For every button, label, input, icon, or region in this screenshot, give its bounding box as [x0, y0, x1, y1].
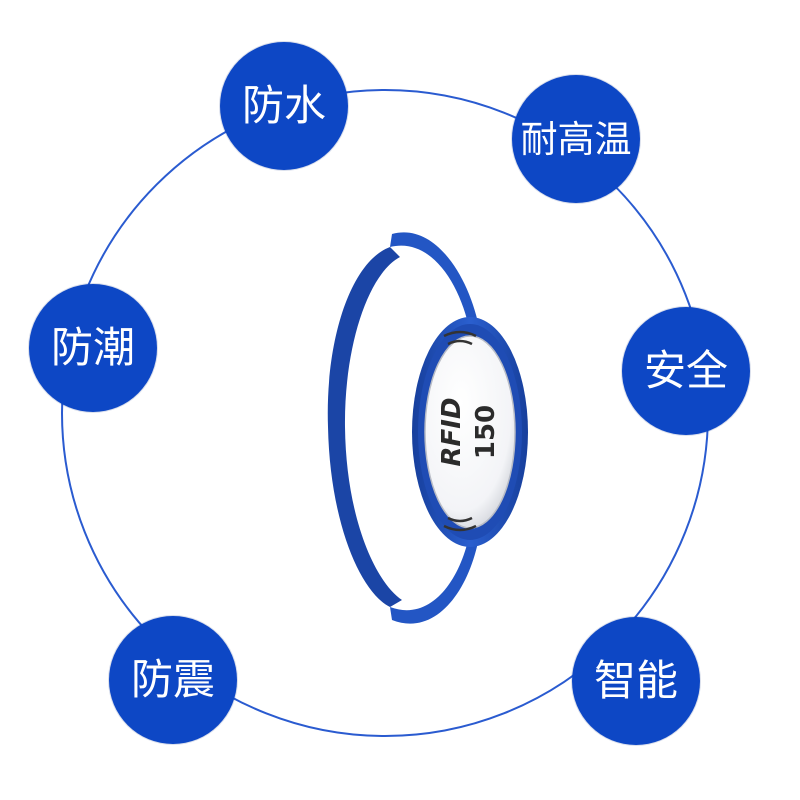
rfid-wristband-image: RFID 150: [327, 232, 528, 624]
feature-label: 安全: [643, 346, 728, 395]
badge-rfid-text: RFID: [437, 397, 467, 466]
feature-safe-badge: 安全: [622, 307, 750, 435]
feature-heat-resistant-badge: 耐高温: [512, 75, 640, 203]
feature-moistureproof-badge: 防潮: [29, 284, 157, 412]
wristband-strap-front: [390, 232, 480, 332]
feature-label: 耐高温: [520, 117, 632, 161]
feature-label: 防潮: [50, 323, 135, 372]
rfid-signal-icon: [443, 330, 477, 532]
feature-label: 防水: [241, 81, 326, 130]
feature-shockproof-badge: 防震: [109, 616, 237, 744]
feature-smart-badge: 智能: [572, 617, 700, 745]
badge-number-text: 150: [471, 405, 501, 459]
feature-label: 智能: [593, 656, 678, 705]
feature-label: 防震: [130, 655, 215, 704]
wristband-strap-back: [327, 247, 402, 607]
feature-waterproof-badge: 防水: [220, 42, 348, 170]
